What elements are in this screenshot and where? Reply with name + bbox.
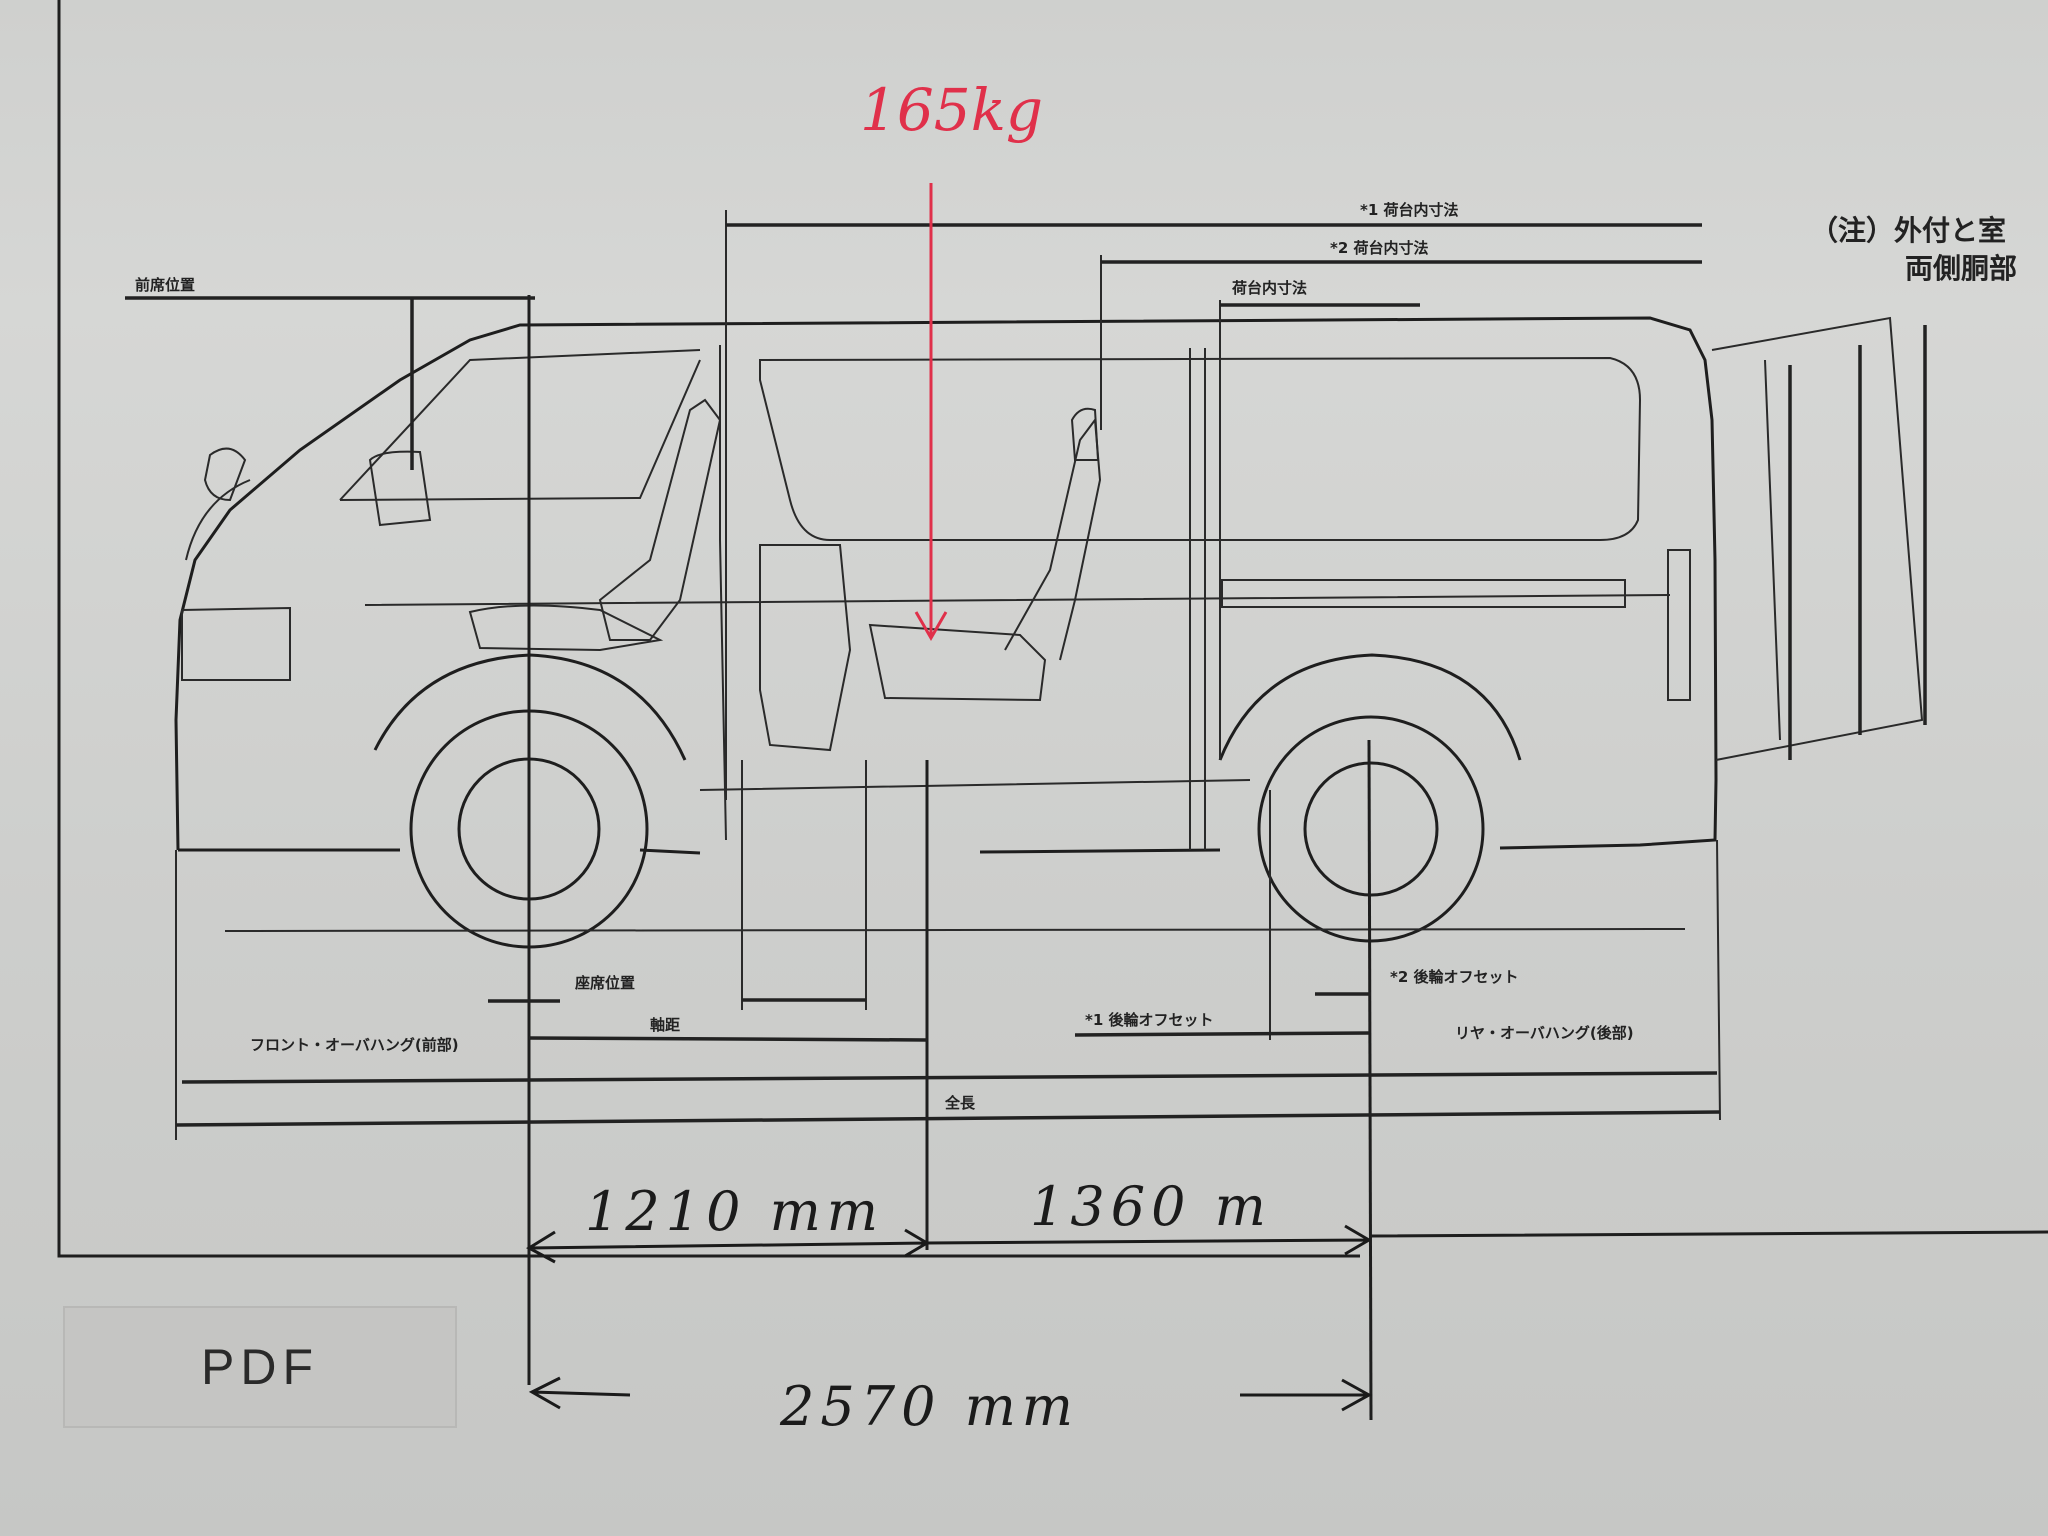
pdf-button[interactable]: PDF	[63, 1306, 457, 1428]
load-weight-text: 165kg	[860, 76, 1043, 144]
wheelbase-label-print: 軸距	[650, 1016, 680, 1034]
top-dim-2-label: *2 荷台内寸法	[1330, 239, 1429, 257]
front-seat-label: 前席位置	[135, 276, 195, 294]
front-overhang-label: フロント・オーバハング(前部)	[250, 1036, 459, 1054]
front-to-load-text: 1210 mm	[585, 1180, 884, 1243]
top-dim-1-label: *1 荷台内寸法	[1360, 201, 1459, 219]
rear-offset-1-label: *1 後輪オフセット	[1085, 1011, 1214, 1029]
top-dim-3-label: 荷台内寸法	[1232, 279, 1307, 297]
ground-line	[224, 928, 1686, 932]
load-to-rear-text: 1360 m	[1030, 1175, 1272, 1238]
rear-overhang-label: リヤ・オーバハング(後部)	[1455, 1024, 1634, 1042]
overall-length-label: 全長	[944, 1094, 976, 1112]
pdf-button-label: PDF	[201, 1339, 319, 1395]
seat-pos-label: 座席位置	[574, 974, 635, 992]
page-frame	[57, 0, 2048, 1258]
note-label-2: 両側胴部	[1905, 252, 2017, 285]
top-dimensions: *1 荷台内寸法 *2 荷台内寸法 荷台内寸法 前席位置 （注）外付と室 両側胴…	[125, 201, 2017, 760]
rear-wheel	[1257, 715, 1485, 943]
handwritten-dimensions: 1210 mm 1360 m 2570 mm	[525, 1175, 1373, 1438]
note-label: （注）外付と室	[1810, 214, 2006, 247]
bottom-dimensions: 座席位置 軸距 *1 後輪オフセット *2 後輪オフセット フロント・オーバハン…	[175, 968, 1721, 1127]
load-arrow-icon	[914, 183, 948, 642]
reference-lines	[175, 210, 1721, 1421]
rear-offset-2-label: *2 後輪オフセット	[1390, 968, 1519, 986]
wheelbase-text: 2570 mm	[779, 1375, 1079, 1438]
load-annotation: 165kg	[860, 76, 1043, 642]
van-outline	[174, 316, 1924, 949]
